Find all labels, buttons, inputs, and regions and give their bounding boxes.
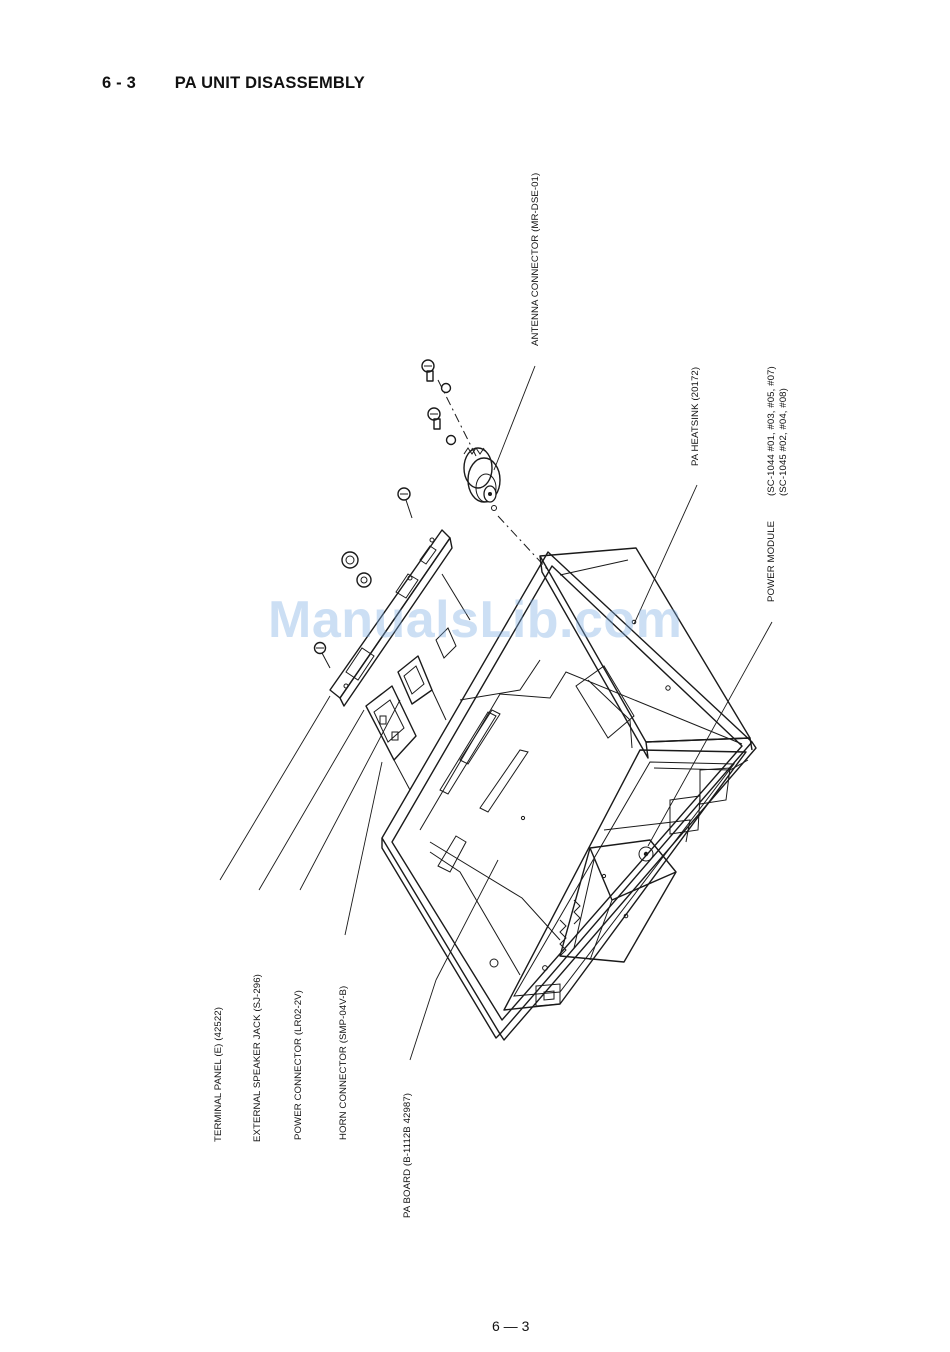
leader-lines	[220, 366, 772, 1060]
label-power-module: POWER MODULE	[766, 521, 778, 602]
label-power-module-models: (SC-1044 #01, #03, #05, #07) (SC-1045 #0…	[766, 366, 790, 496]
label-antenna-connector: ANTENNA CONNECTOR (MR-DSE-01)	[530, 173, 542, 346]
label-power-connector: POWER CONNECTOR (LR02-2V)	[293, 990, 305, 1140]
label-terminal-panel: TERMINAL PANEL (E) (42522)	[213, 1007, 225, 1142]
label-external-speaker-jack: EXTERNAL SPEAKER JACK (SJ-296)	[252, 974, 264, 1142]
page-number: 6 — 3	[492, 1318, 529, 1334]
label-pa-board: PA BOARD (B-1112B 42987)	[402, 1093, 414, 1218]
label-pa-heatsink: PA HEATSINK (20172)	[690, 367, 702, 466]
label-horn-connector: HORN CONNECTOR (SMP-04V-B)	[338, 986, 350, 1140]
watermark: ManualsLib.com	[268, 590, 682, 650]
antenna-connector-part	[422, 360, 500, 511]
